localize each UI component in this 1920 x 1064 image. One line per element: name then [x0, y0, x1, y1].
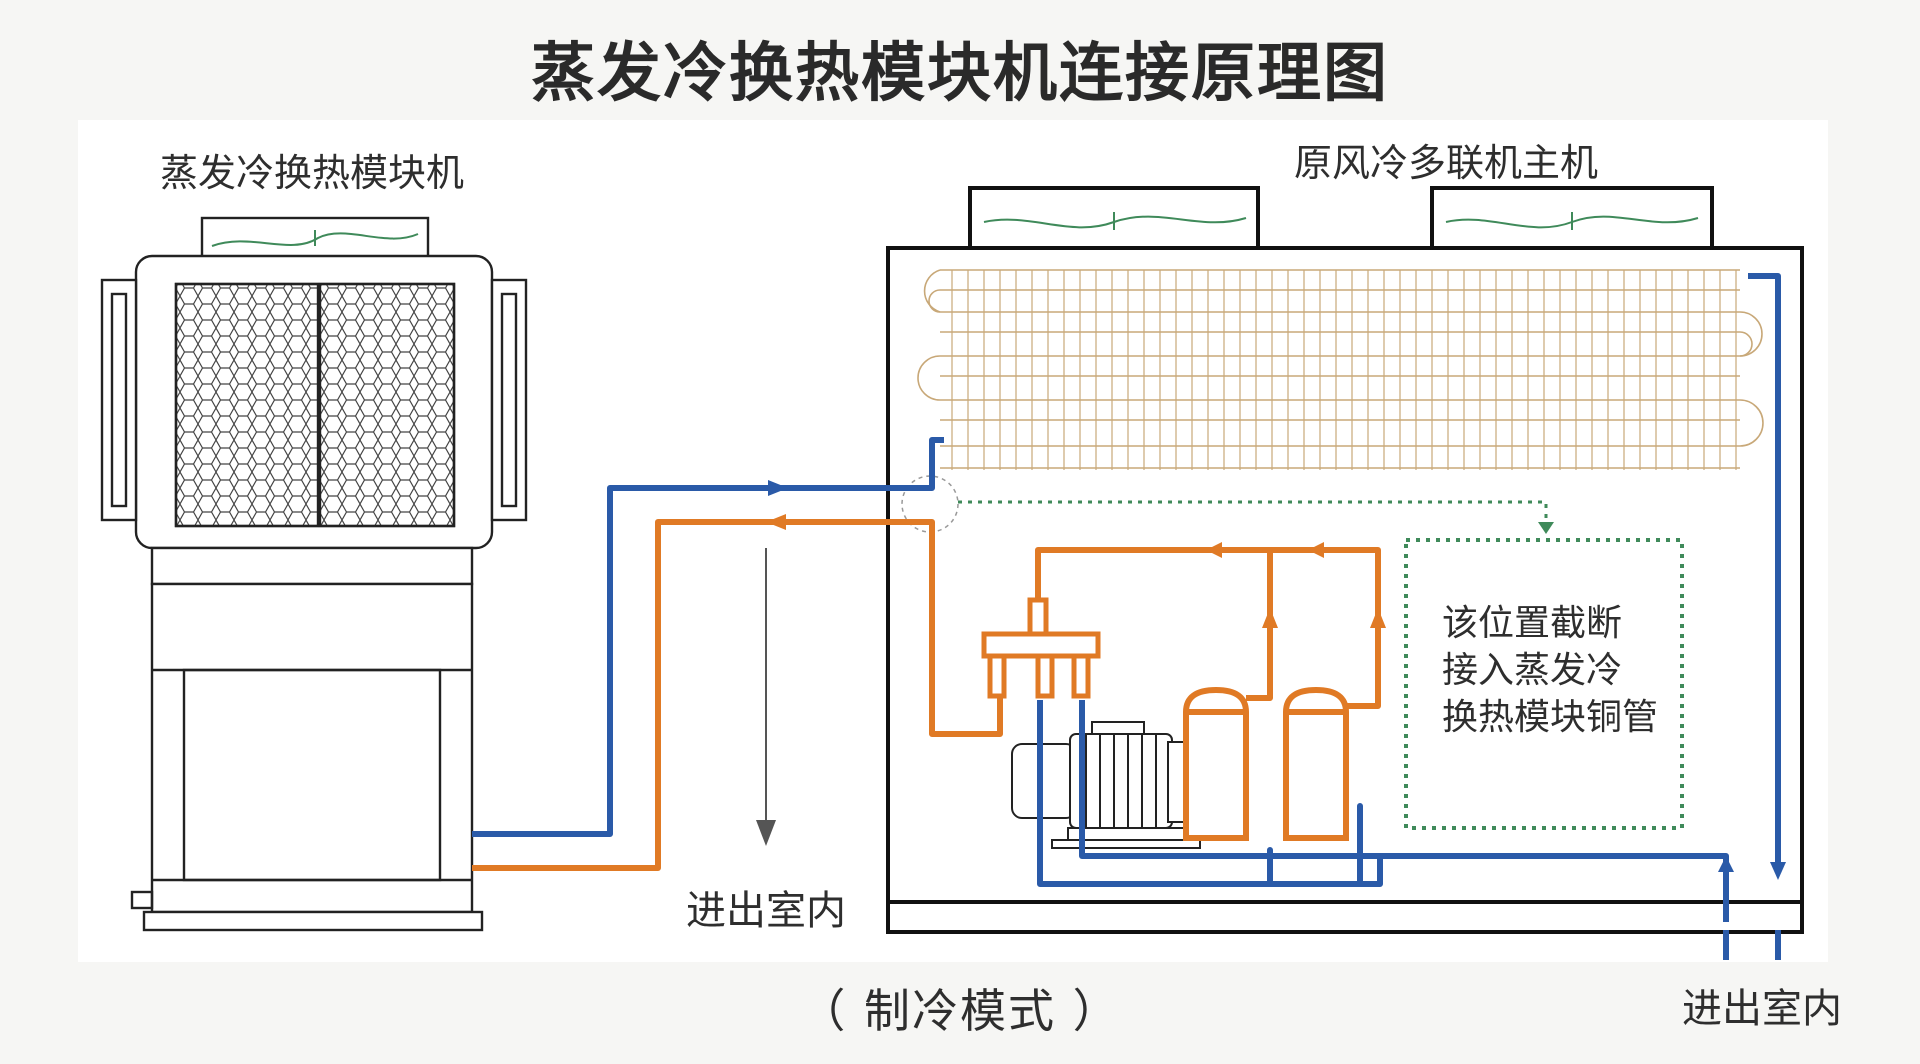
gas-flow-arrow-3-icon	[1308, 542, 1324, 558]
gas-line-pipes	[472, 519, 1381, 871]
condenser-coil	[917, 269, 1764, 470]
evap-module-label: 蒸发冷换热模块机	[160, 151, 465, 195]
cut-point-dotted-line	[958, 500, 1548, 526]
evap-module-side-tank-left	[100, 278, 138, 522]
mode-label: （ 制冷模式 ）	[799, 984, 1121, 1038]
liquid-line-pipes	[472, 273, 1781, 960]
vrf-host-label: 原风冷多联机主机	[1294, 141, 1599, 185]
note-line-1: 该位置截断	[1442, 603, 1623, 644]
evap-module-fan-icon	[211, 232, 419, 247]
note-line-3: 换热模块铜管	[1442, 697, 1659, 738]
four-way-valve-icon	[981, 597, 1101, 699]
note-text: 该位置截断 接入蒸发冷 换热模块铜管	[1442, 600, 1672, 741]
cut-point-arrow-icon	[1538, 522, 1554, 534]
indoor-io-label-right: 进出室内	[1682, 986, 1842, 1032]
note-line-2: 接入蒸发冷	[1442, 650, 1623, 691]
evap-module-hex-panel-left	[174, 282, 320, 528]
liquid-flow-arrow-icon	[768, 480, 788, 496]
liquid-return-arrow-icon	[1770, 862, 1786, 880]
diagram-title: 蒸发冷换热模块机连接原理图	[531, 37, 1389, 111]
gas-up-arrow-1-icon	[1262, 608, 1278, 628]
note-dotted-box	[1404, 538, 1684, 830]
indoor-io-label-left: 进出室内	[686, 888, 846, 934]
evap-module-side-tank-right	[490, 278, 528, 522]
evap-module-base	[142, 910, 484, 932]
evap-module-hex-panel-right	[318, 282, 456, 528]
gas-flow-arrow-2-icon	[1206, 542, 1222, 558]
accumulator-tank-1	[1183, 686, 1249, 841]
evap-module-lower-cabinet	[150, 582, 474, 914]
liquid-supply-arrow-icon	[1718, 856, 1734, 872]
evap-module-unit	[100, 216, 528, 932]
accumulator-tank-2	[1283, 686, 1349, 841]
compressor-icon	[1011, 721, 1201, 849]
indoor-flow-arrow-icon	[756, 820, 776, 846]
gas-up-arrow-2-icon	[1370, 608, 1386, 628]
gas-flow-arrow-icon	[766, 514, 786, 530]
